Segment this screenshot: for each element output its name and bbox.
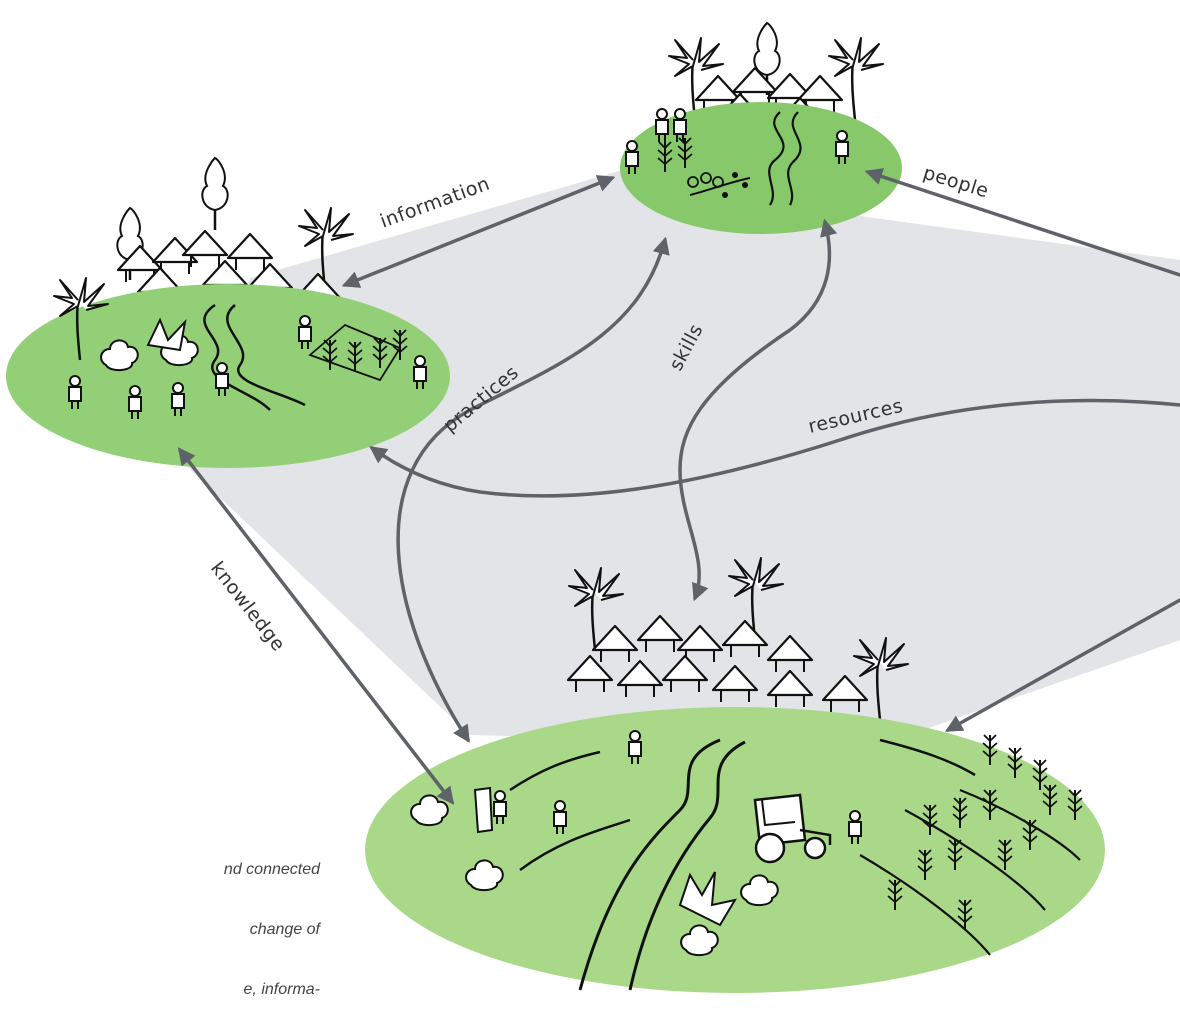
village-top [620,21,902,234]
river-icon [203,303,306,411]
caption-line-3: e, informa- [243,981,320,998]
arrow-resources [369,398,1180,498]
river-icon [768,111,802,206]
village-bottom [365,556,1105,993]
village-top-ground [620,102,902,234]
label-people: people [921,162,992,203]
village-bottom-ground [365,707,1105,993]
tractor-icon [753,793,832,864]
village-left [6,156,450,468]
caption-line-1: nd connected [223,861,320,878]
arrow-skills [678,218,838,602]
label-knowledge: knowledge [206,558,290,656]
arrow-people [864,168,1180,277]
caption-fragment: nd connected change of e, informa- [0,820,320,1020]
arrow-practices [396,236,670,743]
arrow-knowledge [177,447,455,805]
community-network-diagram: information people skills practices reso… [6,21,1180,993]
caption-line-2: change of [249,921,320,938]
arrow-people-lower [944,598,1180,732]
arrow-information [341,175,616,288]
river-icon [578,738,746,991]
